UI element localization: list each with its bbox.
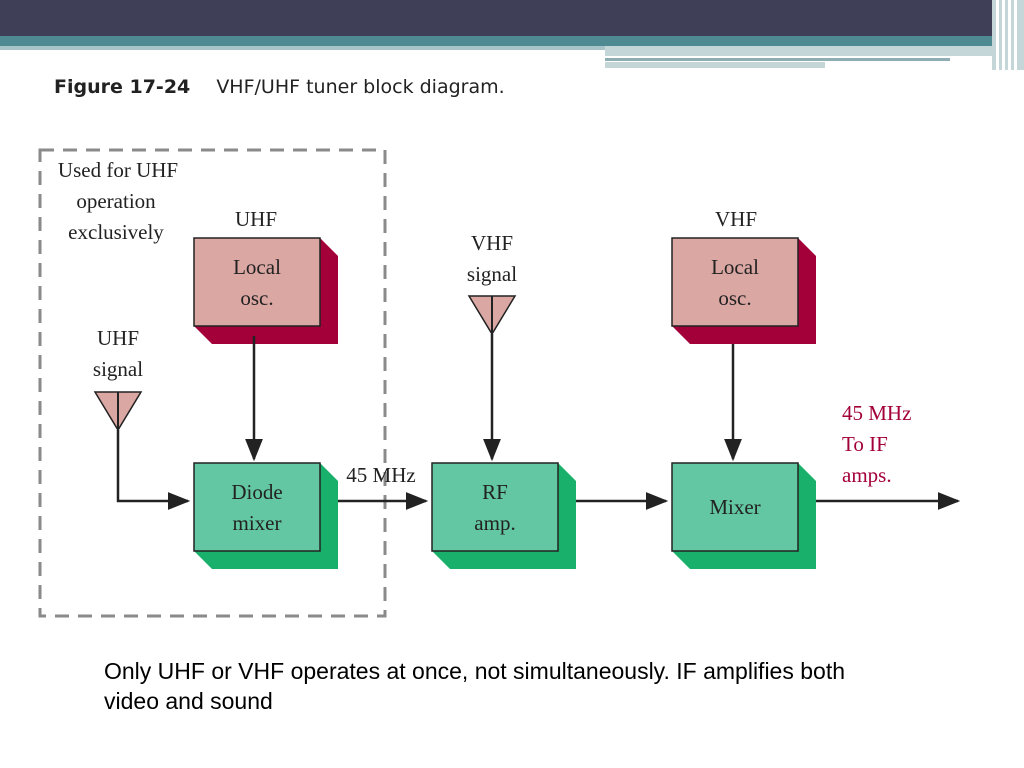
vhf-osc-label-line2: osc. (718, 286, 751, 310)
tuner-block-diagram: Used for UHF operation exclusively UHF L… (38, 148, 961, 618)
uhf-only-region-label: Used for UHF operation exclusively (58, 158, 178, 244)
diode-mixer-block: Diode mixer (193, 462, 338, 569)
vhf-osc-band-label: VHF (715, 207, 757, 231)
mixer-label: Mixer (709, 495, 760, 519)
svg-text:Used for UHF: Used for UHF (58, 158, 178, 182)
uhf-osc-label-line2: osc. (240, 286, 273, 310)
vhf-local-osc-block: VHF Local osc. (671, 207, 816, 344)
slide-note: Only UHF or VHF operates at once, not si… (104, 658, 845, 714)
uhf-osc-band-label: UHF (235, 207, 277, 231)
mixer-block: Mixer (671, 462, 816, 569)
svg-text:exclusively: exclusively (68, 220, 164, 244)
rf-amp-block: RF amp. (431, 462, 576, 569)
output-label: 45 MHz To IF amps. (842, 401, 911, 487)
uhf-signal-label-line2: signal (93, 357, 143, 381)
uhf-osc-label-line1: Local (233, 255, 281, 279)
figure-caption: Figure 17-24 VHF/UHF tuner block diagram… (54, 76, 505, 98)
figure-title: VHF/UHF tuner block diagram. (216, 76, 505, 98)
svg-text:amps.: amps. (842, 463, 892, 487)
svg-text:45 MHz: 45 MHz (842, 401, 911, 425)
svg-text:To IF: To IF (842, 432, 888, 456)
link-frequency-label: 45 MHz (346, 463, 415, 487)
svg-text:operation: operation (76, 189, 156, 213)
slide-header-decoration (0, 0, 1024, 70)
figure-number: Figure 17-24 (54, 76, 191, 98)
vhf-signal-label-line2: signal (467, 262, 517, 286)
rf-amp-label-line1: RF (482, 480, 508, 504)
diode-mixer-label-line1: Diode (231, 480, 282, 504)
vhf-osc-label-line1: Local (711, 255, 759, 279)
uhf-antenna: UHF signal (93, 326, 143, 432)
vhf-antenna: VHF signal (467, 231, 517, 336)
vhf-signal-label-line1: VHF (471, 231, 513, 255)
uhf-local-osc-block: UHF Local osc. (193, 207, 338, 344)
uhf-only-region (38, 148, 387, 618)
uhf-signal-label-line1: UHF (97, 326, 139, 350)
rf-amp-label-line2: amp. (474, 511, 515, 535)
diode-mixer-label-line2: mixer (233, 511, 282, 535)
uhf-antenna-to-diode-mixer-arrow (116, 430, 191, 510)
